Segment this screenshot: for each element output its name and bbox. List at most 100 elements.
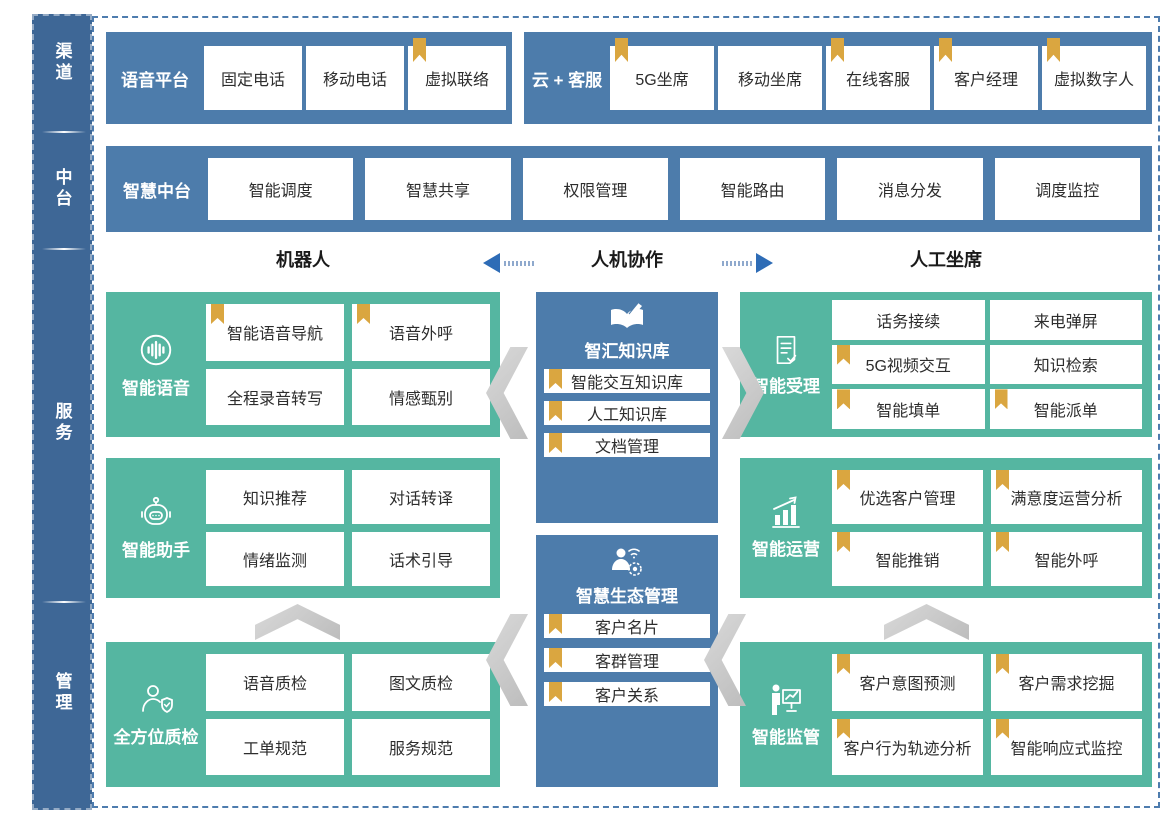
- feature-box-label: 智能调度: [248, 183, 313, 200]
- feature-box: 情感甄别: [352, 368, 490, 425]
- feature-box: 语音外呼: [352, 304, 490, 361]
- feature-box: 语音质检: [206, 654, 344, 711]
- feature-box: 权限管理: [522, 158, 668, 220]
- feature-box: 智能语音导航: [206, 304, 344, 361]
- feature-box: 客户经理: [934, 38, 1038, 110]
- feature-box: 调度监控: [994, 158, 1140, 220]
- feature-box: 客户意图预测: [832, 654, 983, 711]
- bookmark-icon: [996, 470, 1009, 490]
- feature-box-label: 情感甄别: [388, 390, 453, 408]
- block-label: 智能受理: [752, 376, 820, 396]
- robot-icon: [137, 495, 175, 531]
- feature-box: 对话转译: [352, 470, 490, 524]
- feature-box: 知识检索: [989, 344, 1142, 385]
- feature-box-label: 智慧共享: [405, 183, 470, 200]
- bookmark-icon: [615, 38, 628, 62]
- block-label: 智能运营: [752, 540, 820, 559]
- voice-platform-items: 固定电话移动电话虚拟联络: [204, 38, 512, 110]
- flow-arrow-left: [483, 253, 534, 273]
- feature-box-label: 话务接续: [876, 313, 941, 331]
- feature-box-label: 人工知识库: [586, 407, 667, 424]
- smart-assistant-items: 知识推荐对话转译情绪监测话术引导: [206, 458, 500, 598]
- feature-box-label: 知识推荐: [242, 491, 307, 508]
- feature-box: 智能路由: [679, 158, 826, 220]
- feature-box-label: 智能外呼: [1034, 553, 1099, 570]
- feature-box: 客户名片: [544, 614, 710, 638]
- block-label: 智汇知识库: [584, 342, 670, 361]
- layer-sidebar: 渠道 中台 服务 管理: [32, 14, 92, 810]
- feature-box: 智能响应式监控: [991, 718, 1142, 775]
- feature-box-label: 虚拟联络: [424, 72, 489, 89]
- feature-box-label: 5G视频交互: [865, 358, 951, 376]
- feature-box-label: 文档管理: [594, 439, 659, 456]
- bookmark-icon: [837, 654, 850, 674]
- feature-box-label: 话术引导: [388, 553, 453, 570]
- feature-box-label: 对话转译: [388, 491, 453, 508]
- feature-box-label: 调度监控: [1035, 183, 1100, 200]
- feature-box: 固定电话: [204, 46, 302, 110]
- arrow-right-icon: [756, 253, 773, 273]
- feature-box: 智能外呼: [991, 532, 1142, 586]
- arrow-tail: [722, 260, 752, 266]
- feature-box: 虚拟联络: [408, 38, 506, 110]
- feature-box-label: 客户经理: [953, 72, 1018, 89]
- smart-voice-block: 智能语音 智能语音导航语音外呼全程录音转写情感甄别: [106, 292, 500, 437]
- bookmark-icon: [549, 648, 562, 668]
- feature-box: 智能填单: [832, 389, 985, 429]
- block-label: 智慧生态管理: [576, 587, 678, 606]
- arrow-left-icon: [483, 253, 500, 273]
- feature-box-label: 客户关系: [594, 688, 659, 705]
- bookmark-icon: [549, 682, 562, 702]
- feature-box: 虚拟数字人: [1042, 38, 1146, 110]
- bookmark-icon: [996, 532, 1009, 552]
- arrow-tail: [504, 260, 534, 266]
- bookmark-icon: [549, 369, 562, 389]
- ecosystem-management-block: 智慧生态管理 客户名片客群管理客户关系: [536, 535, 718, 787]
- smart-middle-platform-label: 智慧中台: [123, 181, 191, 201]
- smart-supervision-block: 智能监管 客户意图预测客户需求挖掘客户行为轨迹分析智能响应式监控: [740, 642, 1152, 787]
- bookmark-icon: [831, 38, 844, 62]
- knowledge-base-block: 智汇知识库 智能交互知识库人工知识库文档管理: [536, 292, 718, 523]
- feature-box: 图文质检: [352, 654, 490, 711]
- voice-icon: [137, 331, 175, 369]
- block-label: 智能监管: [752, 727, 820, 747]
- bookmark-icon: [994, 389, 1008, 410]
- feature-box-label: 智能语音导航: [226, 326, 323, 344]
- smart-voice-items: 智能语音导航语音外呼全程录音转写情感甄别: [206, 292, 500, 437]
- quality-inspection-block: 全方位质检 语音质检 图文质检工单规范服务规范: [106, 642, 500, 787]
- voice-platform-panel: 语音平台 固定电话移动电话虚拟联络: [106, 32, 512, 124]
- collab-title-robot: 机器人: [276, 250, 330, 270]
- feature-box: 移动坐席: [718, 46, 822, 110]
- feature-box-label: 图文质检: [388, 676, 453, 694]
- smart-middle-platform-items: 智能调度智慧共享权限管理智能路由消息分发调度监控: [208, 158, 1152, 220]
- feature-box-label: 语音质检: [242, 676, 307, 694]
- feature-box: 工单规范: [206, 718, 344, 775]
- feature-box-label: 智能派单: [1033, 403, 1098, 421]
- layer-divider: [42, 131, 86, 133]
- smart-operation-block: 智能运营 优选客户管理满意度运营分析智能推销智能外呼: [740, 458, 1152, 598]
- feature-box: 客群管理: [544, 648, 710, 672]
- feature-box: 话务接续: [832, 300, 985, 340]
- feature-box: 5G坐席: [610, 38, 714, 110]
- bookmark-icon: [549, 433, 562, 453]
- layer-divider: [42, 248, 86, 250]
- block-label: 智能助手: [122, 541, 190, 560]
- layer-label-management: 管理: [52, 672, 72, 714]
- diagram-border: [92, 16, 1160, 808]
- bookmark-icon: [996, 654, 1009, 674]
- feature-box-label: 固定电话: [220, 72, 285, 89]
- quality-inspection-items: 语音质检 图文质检工单规范服务规范: [206, 642, 500, 787]
- feature-box: 客户行为轨迹分析: [832, 718, 983, 775]
- smart-middle-platform-panel: 智慧中台 智能调度智慧共享权限管理智能路由消息分发调度监控: [106, 146, 1152, 232]
- layer-divider: [42, 601, 86, 603]
- document-check-icon: [770, 333, 802, 367]
- feature-box: 服务规范: [352, 718, 490, 775]
- feature-box: 文档管理: [544, 433, 710, 457]
- bookmark-icon: [939, 38, 952, 62]
- bookmark-icon: [413, 38, 426, 62]
- layer-label-middle-platform: 中台: [52, 168, 72, 210]
- block-label: 全方位质检: [113, 727, 199, 747]
- bookmark-icon: [837, 389, 850, 410]
- layer-label-channel: 渠道: [52, 42, 72, 84]
